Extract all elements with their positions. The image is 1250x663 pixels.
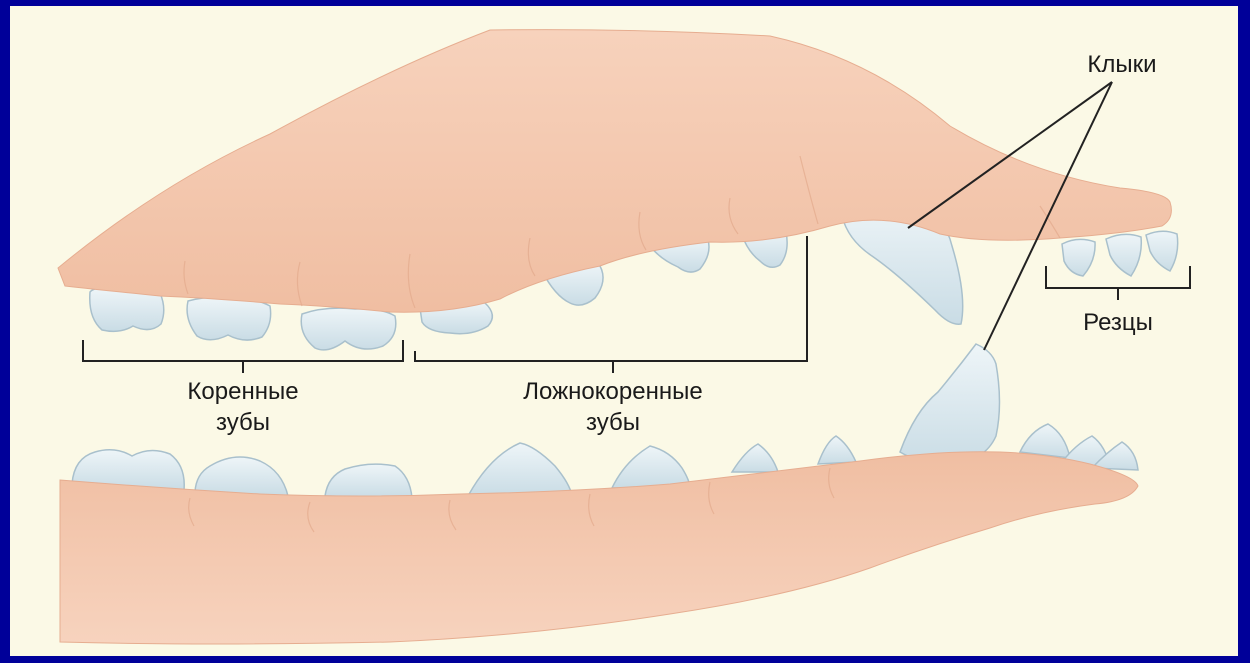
molars-label-line2: зубы <box>216 409 270 436</box>
upper-gum <box>58 30 1171 313</box>
canines-label: Клыки <box>1087 51 1156 78</box>
diagram-panel: Коренные зубы Ложнокоренные зубы Клыки Р… <box>10 6 1238 656</box>
upper-incisor-1 <box>1062 239 1095 276</box>
upper-incisor-3 <box>1146 231 1178 271</box>
lower-incisor-1 <box>1020 424 1070 458</box>
upper-molar-3 <box>301 308 396 350</box>
lower-premolar-4 <box>818 436 856 464</box>
premolars-label-line2: зубы <box>586 409 640 436</box>
premolars-label-line1: Ложнокоренные <box>523 378 702 405</box>
lower-molar-3 <box>325 464 412 498</box>
jaw-diagram: Коренные зубы Ложнокоренные зубы Клыки Р… <box>10 6 1238 656</box>
lower-molar-2 <box>195 457 288 496</box>
upper-molar-2 <box>187 297 271 340</box>
molars-label-line1: Коренные <box>187 378 298 405</box>
lower-canine <box>900 344 1000 466</box>
lower-premolar-1 <box>468 443 572 496</box>
incisors-label: Резцы <box>1083 309 1153 336</box>
upper-incisor-2 <box>1106 234 1141 276</box>
lower-premolar-2 <box>612 446 690 488</box>
lower-premolar-3 <box>732 444 778 472</box>
